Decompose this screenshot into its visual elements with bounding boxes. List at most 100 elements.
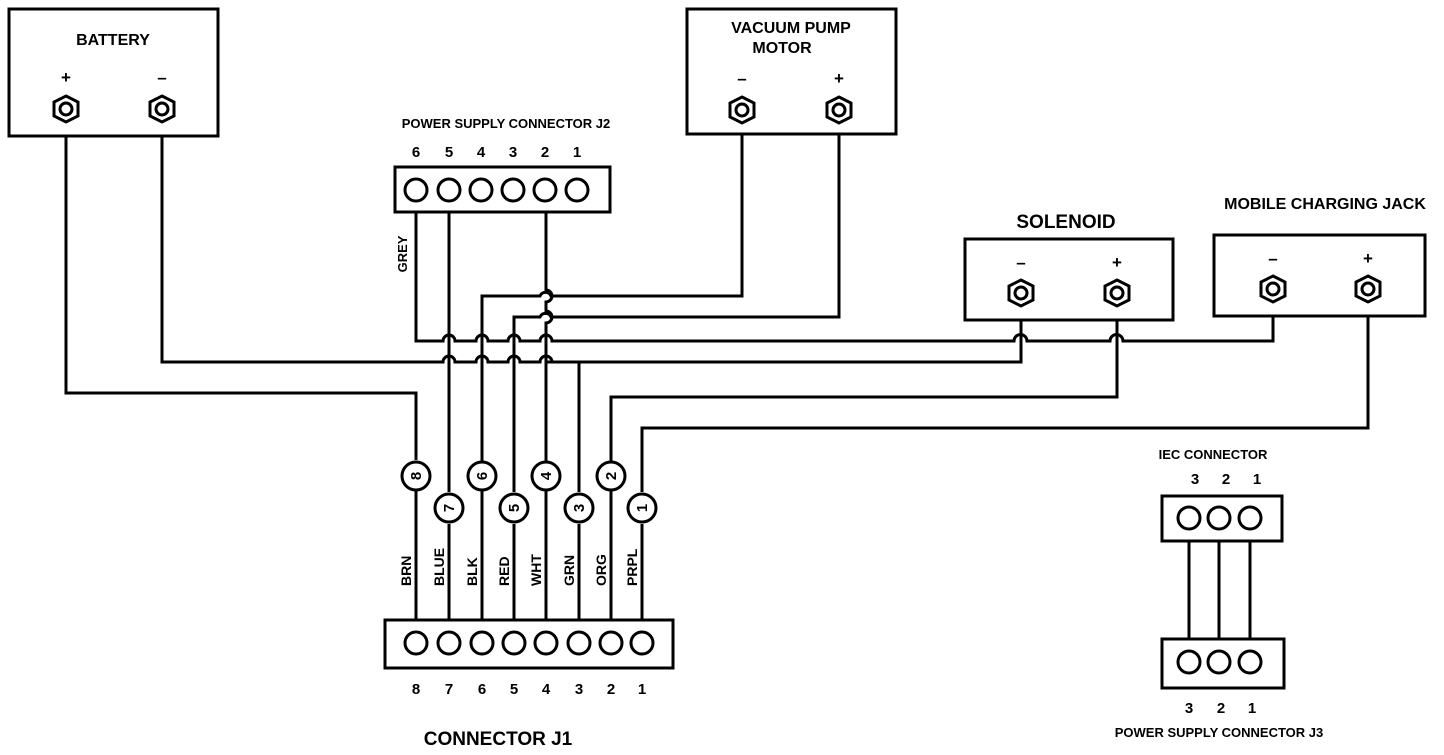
mobile-jack-plus-label: + bbox=[1363, 249, 1373, 268]
j1-title: CONNECTOR J1 bbox=[424, 729, 573, 750]
j1-pin-8 bbox=[403, 630, 429, 656]
wire-green-pin3 bbox=[546, 360, 581, 492]
wire-black-motor-minus bbox=[480, 125, 744, 462]
mobile-jack-minus-label: – bbox=[1268, 249, 1277, 268]
motor-minus-terminal bbox=[728, 95, 756, 125]
svg-text:4: 4 bbox=[538, 471, 555, 480]
j1-pin-label-5: 5 bbox=[510, 681, 518, 698]
mobile-jack-plus-terminal bbox=[1354, 274, 1382, 304]
wire-purple-jack-plus bbox=[640, 304, 1370, 492]
j1-badge-7: 7 bbox=[433, 492, 465, 524]
j1-badge-6: 6 bbox=[466, 460, 498, 492]
solenoid-plus-terminal bbox=[1103, 278, 1131, 308]
j1-pin-2 bbox=[598, 630, 624, 656]
iec-pin-label-3: 3 bbox=[1191, 471, 1199, 488]
j2-pin-4 bbox=[468, 177, 494, 203]
mobile-jack-minus-terminal bbox=[1259, 274, 1287, 304]
svg-text:3: 3 bbox=[571, 504, 588, 512]
iec-pin-1 bbox=[1237, 505, 1263, 531]
j3-pin-1 bbox=[1237, 649, 1263, 675]
iec-connector: IEC CONNECTOR 3 2 1 bbox=[1159, 447, 1284, 543]
solenoid: SOLENOID – + bbox=[963, 212, 1175, 322]
motor-plus-terminal bbox=[825, 95, 853, 125]
j3-pin-label-1: 1 bbox=[1248, 700, 1256, 717]
j1-badge-5: 5 bbox=[498, 492, 530, 524]
wire-battery-minus bbox=[160, 120, 1023, 364]
battery-minus-label: – bbox=[157, 68, 166, 87]
iec-pin-label-2: 2 bbox=[1222, 471, 1230, 488]
svg-text:8: 8 bbox=[408, 472, 425, 480]
iec-pin-3 bbox=[1176, 505, 1202, 531]
j2-pin-3 bbox=[500, 177, 526, 203]
j2-pin-1 bbox=[564, 177, 590, 203]
j1-pin-label-2: 2 bbox=[607, 681, 615, 698]
j2-pin-2 bbox=[532, 177, 558, 203]
j1-badge-4: 4 bbox=[530, 460, 562, 492]
motor-minus-label: – bbox=[737, 69, 746, 88]
j2-pin-label-2: 2 bbox=[541, 144, 549, 161]
j1-pin-5 bbox=[501, 630, 527, 656]
solenoid-minus-terminal bbox=[1007, 278, 1035, 308]
wire-battery-plus bbox=[64, 120, 418, 460]
svg-text:1: 1 bbox=[634, 504, 651, 512]
power-supply-connector-j2: POWER SUPPLY CONNECTOR J2 6 5 4 3 2 1 GR… bbox=[393, 116, 612, 272]
j1-pin-label-3: 3 bbox=[575, 681, 583, 698]
battery: BATTERY + – bbox=[7, 7, 220, 138]
j1-badge-8: 8 bbox=[400, 460, 432, 492]
j1-pin-3 bbox=[566, 630, 592, 656]
wire-color-brn: BRN bbox=[398, 556, 414, 586]
svg-text:5: 5 bbox=[506, 504, 523, 512]
wire-red-motor-plus bbox=[512, 125, 841, 492]
iec-title: IEC CONNECTOR bbox=[1159, 447, 1268, 462]
svg-text:7: 7 bbox=[441, 504, 458, 512]
svg-text:6: 6 bbox=[474, 472, 491, 480]
wire-color-red: RED bbox=[496, 556, 512, 586]
connector-j1: 8 7 6 5 4 3 2 1 CONNECTOR J1 bbox=[383, 618, 675, 750]
svg-text:2: 2 bbox=[603, 472, 620, 480]
wire-color-org: ORG bbox=[593, 554, 609, 586]
j3-pin-label-3: 3 bbox=[1185, 700, 1193, 717]
j1-pin-label-1: 1 bbox=[638, 681, 646, 698]
j1-pin-label-8: 8 bbox=[412, 681, 420, 698]
j2-pin-label-6: 6 bbox=[412, 144, 420, 161]
battery-plus-terminal bbox=[52, 94, 80, 124]
j2-pin-5 bbox=[436, 177, 462, 203]
battery-minus-terminal bbox=[148, 94, 176, 124]
wire-color-prpl: PRPL bbox=[624, 548, 640, 586]
wire-color-blue: BLUE bbox=[431, 548, 447, 586]
j1-badge-2: 2 bbox=[595, 460, 627, 492]
wire-color-blk: BLK bbox=[464, 557, 480, 586]
j1-wire-color-labels: BRN BLUE BLK RED WHT GRN ORG PRPL bbox=[398, 548, 640, 586]
iec-pin-label-1: 1 bbox=[1253, 471, 1261, 488]
j2-pin-label-3: 3 bbox=[509, 144, 517, 161]
motor-title-line1: VACUUM PUMP bbox=[731, 20, 851, 37]
wire-color-grn: GRN bbox=[561, 555, 577, 586]
power-supply-connector-j3: 3 2 1 POWER SUPPLY CONNECTOR J3 bbox=[1115, 637, 1324, 740]
j2-pin-6 bbox=[403, 177, 429, 203]
j2-pin-label-1: 1 bbox=[573, 144, 581, 161]
grey-wire-label: GREY bbox=[395, 235, 410, 272]
motor-plus-label: + bbox=[834, 69, 844, 88]
j3-title: POWER SUPPLY CONNECTOR J3 bbox=[1115, 725, 1324, 740]
solenoid-minus-label: – bbox=[1016, 253, 1025, 272]
j1-pin-badges: 8 7 6 5 4 3 2 1 bbox=[400, 460, 658, 524]
solenoid-title: SOLENOID bbox=[1016, 212, 1115, 233]
j1-badge-1: 1 bbox=[626, 492, 658, 524]
solenoid-plus-label: + bbox=[1112, 253, 1122, 272]
motor-title-line2: MOTOR bbox=[752, 40, 812, 57]
mobile-jack-title: MOBILE CHARGING JACK bbox=[1224, 196, 1426, 213]
j1-pin-7 bbox=[436, 630, 462, 656]
wire-grey-j2-6 bbox=[414, 205, 1275, 343]
j1-badge-3: 3 bbox=[563, 492, 595, 524]
j1-pin-label-7: 7 bbox=[445, 681, 453, 698]
battery-plus-label: + bbox=[61, 68, 71, 87]
j3-pin-3 bbox=[1176, 649, 1202, 675]
wire-color-wht: WHT bbox=[528, 554, 544, 586]
j2-pin-label-5: 5 bbox=[445, 144, 453, 161]
j3-pin-2 bbox=[1206, 649, 1232, 675]
j1-pin-4 bbox=[533, 630, 559, 656]
j2-pin-label-4: 4 bbox=[477, 144, 486, 161]
battery-title: BATTERY bbox=[76, 32, 150, 49]
j1-pin-label-4: 4 bbox=[542, 681, 551, 698]
